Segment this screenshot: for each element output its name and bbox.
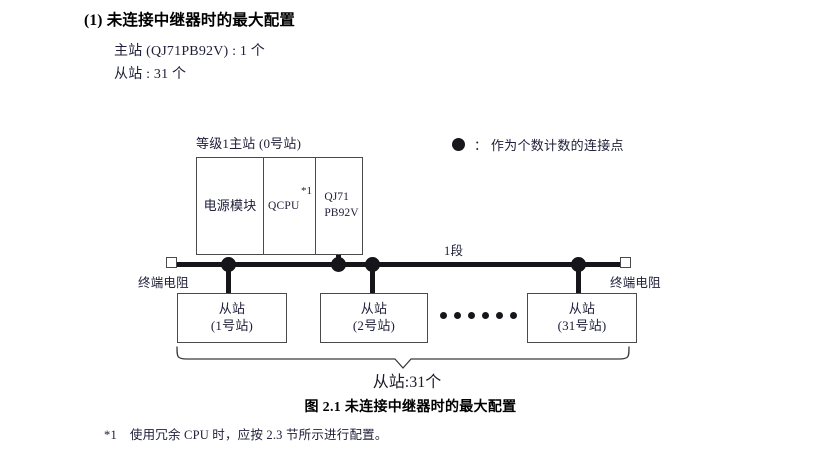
master-rack: 电源模块 QCPU *1 QJ71 PB92V: [196, 157, 363, 255]
slave-name-2: 从站: [360, 301, 388, 317]
terminator-right-label: 终端电阻: [610, 276, 661, 290]
section-number: (1): [84, 12, 103, 29]
slave-group-brace: [176, 346, 630, 369]
section-heading: (1)未连接中继器时的最大配置: [84, 8, 295, 30]
slave-station-box-2: 从站 (2号站): [320, 293, 428, 343]
rack-cell-power-module: 电源模块: [197, 158, 264, 254]
ellipsis-dot: [454, 312, 461, 319]
ellipsis-dot: [468, 312, 475, 319]
connection-node-master: [331, 257, 346, 272]
footnote: *1 使用冗余 CPU 时，应按 2.3 节所示进行配置。: [104, 424, 388, 443]
footnote-text: 使用冗余 CPU 时，应按 2.3 节所示进行配置。: [129, 428, 388, 442]
slave-station-box-31: 从站 (31号站): [527, 293, 637, 343]
bus-trunk-line: [172, 262, 622, 267]
ellipsis-dot: [440, 312, 447, 319]
legend-label: ： 作为个数计数的连接点: [474, 138, 624, 153]
rack-cell-network-module: QJ71 PB92V: [316, 158, 364, 254]
spec-line-master: 主站 (QJ71PB92V) : 1 个: [114, 44, 266, 59]
power-module-label: 电源模块: [203, 197, 257, 213]
network-module-label-line2: PB92V: [324, 207, 359, 219]
ellipsis-dot: [482, 312, 489, 319]
drop-line-slave31: [576, 264, 581, 294]
ellipsis-dots: [440, 312, 517, 319]
network-module-label-line1: QJ71: [324, 191, 349, 204]
filled-circle-icon: [452, 138, 465, 151]
spec-line-slave: 从站 : 31 个: [114, 67, 187, 82]
ellipsis-dot: [496, 312, 503, 319]
footnote-mark: *1: [104, 428, 117, 442]
section-title-text: 未连接中继器时的最大配置: [106, 12, 296, 29]
figure-caption: 图 2.1 未连接中继器时的最大配置: [304, 400, 517, 415]
slave-station-2: (2号站): [352, 318, 396, 333]
ellipsis-dot: [510, 312, 517, 319]
terminator-left-label: 终端电阻: [138, 276, 189, 290]
terminator-right-box: [620, 257, 631, 268]
cpu-label: QCPU: [268, 200, 300, 212]
drop-line-slave1: [226, 264, 231, 294]
legend: ： 作为个数计数的连接点: [452, 135, 624, 154]
slave-name-31: 从站: [568, 301, 596, 317]
drop-line-slave2: [370, 264, 375, 294]
slave-name-1: 从站: [218, 301, 246, 317]
slave-station-1: (1号站): [210, 318, 254, 333]
slave-station-31: (31号站): [557, 318, 607, 333]
rack-cell-cpu: QCPU *1: [264, 158, 316, 254]
brace-label: 从站:31个: [372, 374, 442, 391]
master-station-label: 等级1主站 (0号站): [196, 136, 302, 151]
brace-label-wrap: 从站:31个: [176, 368, 638, 392]
slave-station-box-1: 从站 (1号站): [177, 293, 287, 343]
segment-label: 1段: [444, 244, 464, 258]
cpu-footnote-mark: *1: [301, 185, 312, 197]
terminator-left-box: [166, 257, 177, 268]
